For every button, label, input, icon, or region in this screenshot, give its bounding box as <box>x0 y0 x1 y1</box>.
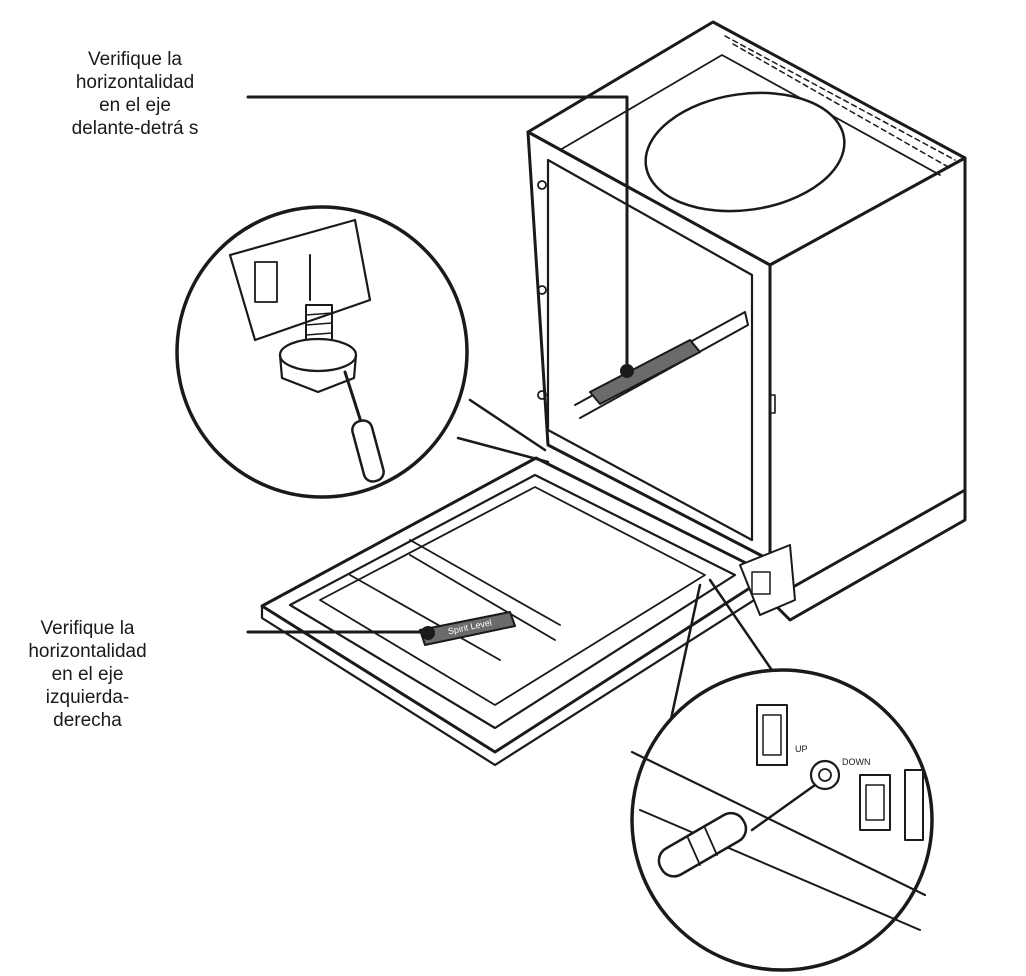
annotation-line: en el eje <box>51 664 124 685</box>
annotation-line: en el eje <box>99 95 171 116</box>
dishwasher-cabinet <box>526 20 967 622</box>
annotation-line: delante-detrá s <box>71 118 199 139</box>
annotation-line: Verifique la <box>87 49 182 70</box>
annotation-line: derecha <box>53 710 122 731</box>
open-door <box>260 456 796 767</box>
annotation-line: Verifique la <box>40 618 135 639</box>
annotation-line: horizontalidad <box>75 72 195 93</box>
annotation-line: horizontalidad <box>28 641 147 662</box>
adjust-down-text: DOWN <box>842 757 871 767</box>
adjust-up-text: UP <box>795 744 808 754</box>
foot-adjust-detail <box>175 205 550 499</box>
rear-adjust-detail <box>630 578 934 972</box>
left-right-level-annotation: Verifique la horizontalidad en el eje iz… <box>0 617 175 732</box>
leader-lines <box>246 95 629 634</box>
front-back-level-annotation: Verifique la horizontalidad en el eje de… <box>30 48 240 140</box>
annotation-line: izquierda- <box>45 687 130 708</box>
